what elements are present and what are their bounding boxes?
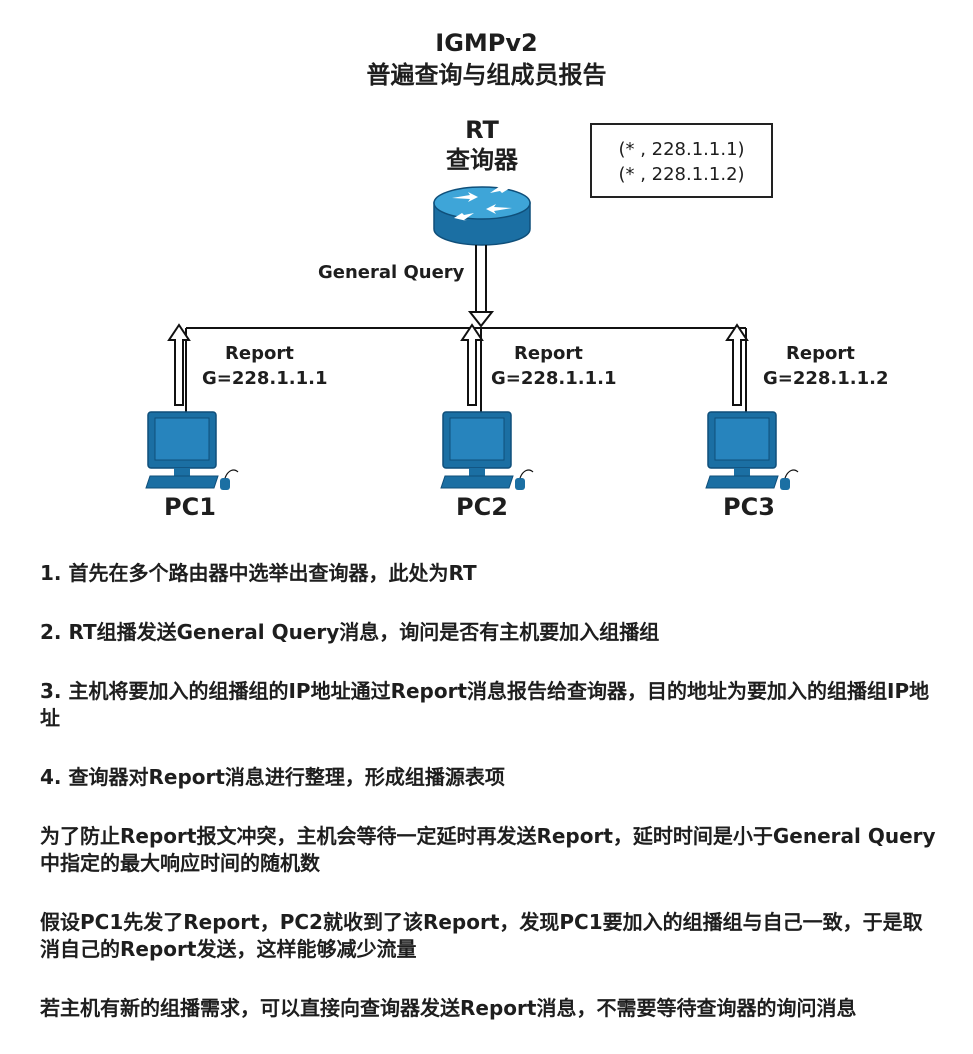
group-table: (* , 228.1.1.1) (* , 228.1.1.2) <box>590 123 773 198</box>
step-text: 3. 主机将要加入的组播组的IP地址通过Report消息报告给查询器，目的地址为… <box>40 679 930 730</box>
report-text: Report <box>514 343 583 364</box>
step-text: 若主机有新的组播需求，可以直接向查询器发送Report消息，不需要等待查询器的询… <box>40 996 857 1020</box>
router-link <box>475 245 487 312</box>
report-arrow-pc3 <box>725 323 749 406</box>
computer-icon <box>440 411 534 490</box>
report-text: Report <box>225 343 294 364</box>
report-group: G=228.1.1.1 <box>491 368 617 389</box>
group-entry: (* , 228.1.1.2) <box>618 164 745 185</box>
pc1-label: PC1 <box>164 493 216 521</box>
router-name: RT <box>465 116 499 144</box>
diagram-title: IGMPv2 <box>435 29 538 57</box>
report-text: Report <box>786 343 855 364</box>
router-role: 查询器 <box>446 146 518 174</box>
step-text: 2. RT组播发送General Query消息，询问是否有主机要加入组播组 <box>40 620 660 644</box>
general-query-label: General Query <box>318 262 465 283</box>
step-text: 4. 查询器对Report消息进行整理，形成组播源表项 <box>40 765 505 789</box>
pc1-report-label: Report G=228.1.1.1 <box>202 341 328 391</box>
router-icon <box>433 185 531 246</box>
report-group: G=228.1.1.2 <box>763 368 889 389</box>
report-arrow-pc2 <box>460 323 484 406</box>
diagram-subtitle: 普遍查询与组成员报告 <box>366 61 607 89</box>
general-query-arrow <box>467 311 495 328</box>
step-text: 假设PC1先发了Report，PC2就收到了该Report，发现PC1要加入的组… <box>40 910 923 961</box>
pc2-label: PC2 <box>456 493 508 521</box>
step-text: 1. 首先在多个路由器中选举出查询器，此处为RT <box>40 561 477 585</box>
pc2-report-label: Report G=228.1.1.1 <box>491 341 617 391</box>
group-entry: (* , 228.1.1.1) <box>618 139 745 160</box>
explanation-list: 1. 首先在多个路由器中选举出查询器，此处为RT 2. RT组播发送Genera… <box>40 560 940 1054</box>
report-arrow-pc1 <box>167 323 191 406</box>
computer-icon <box>705 411 799 490</box>
report-group: G=228.1.1.1 <box>202 368 328 389</box>
pc3-label: PC3 <box>723 493 775 521</box>
step-text: 为了防止Report报文冲突，主机会等待一定延时再发送Report，延时时间是小… <box>40 824 936 875</box>
pc3-report-label: Report G=228.1.1.2 <box>763 341 889 391</box>
computer-icon <box>145 411 239 490</box>
